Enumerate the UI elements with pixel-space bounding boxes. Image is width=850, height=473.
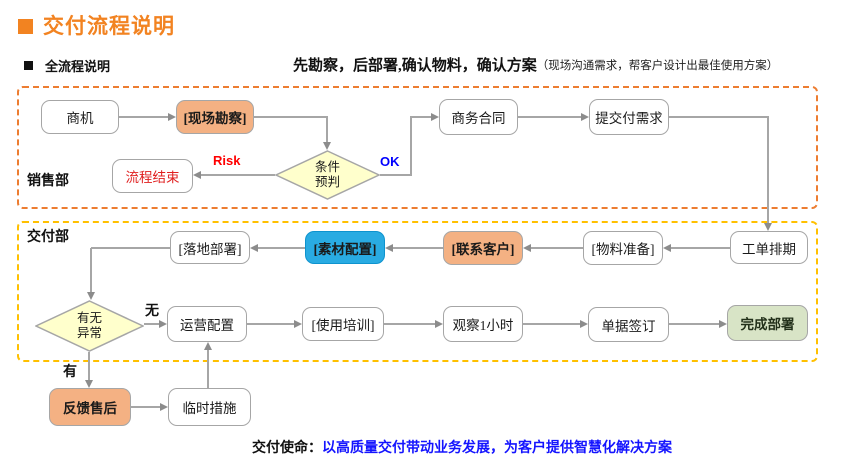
edge-label-ok: OK <box>380 154 400 169</box>
subtitle-text: 全流程说明 <box>45 59 111 74</box>
node-contact-customer: [联系客户] <box>443 231 523 265</box>
connector <box>258 247 305 249</box>
connector <box>91 247 170 249</box>
connector <box>669 116 769 118</box>
connector <box>90 248 92 292</box>
node-material-configuration: [素材配置] <box>305 231 385 264</box>
connector <box>119 116 168 118</box>
section-subtitle: 全流程说明 <box>24 56 110 75</box>
arrowhead-up <box>204 342 212 350</box>
subtitle-bullet-square <box>24 61 33 70</box>
arrowhead-right <box>168 113 176 121</box>
delivery-section-frame <box>17 221 818 362</box>
node-usage-training: [使用培训] <box>302 307 384 341</box>
diamond-shape <box>35 300 144 352</box>
node-deployment-complete: 完成部署 <box>727 305 808 341</box>
delivery-mission: 交付使命：以高质量交付带动业务发展，为客户提供智慧化解决方案 <box>252 437 672 457</box>
connector <box>518 116 581 118</box>
node-process-end: 流程结束 <box>112 159 193 193</box>
connector <box>523 323 580 325</box>
mission-label: 交付使命： <box>252 441 322 456</box>
sales-section-frame <box>17 86 818 209</box>
arrowhead-right <box>294 320 302 328</box>
connector <box>531 247 583 249</box>
node-business-contract: 商务合同 <box>439 99 518 135</box>
connector <box>767 117 769 224</box>
connector <box>207 350 209 388</box>
connector <box>326 117 328 143</box>
arrowhead-right <box>580 320 588 328</box>
connector <box>384 323 435 325</box>
node-onsite-deployment: [落地部署] <box>170 231 250 264</box>
sales-section-label: 销售部 <box>27 174 69 189</box>
connector <box>144 323 160 325</box>
arrowhead-right <box>719 320 727 328</box>
page-title: 交付流程说明 <box>18 10 175 40</box>
connector <box>88 352 90 381</box>
node-submit-delivery-request: 提交付需求 <box>589 99 669 135</box>
connector <box>254 116 328 118</box>
title-bullet-square <box>18 19 33 34</box>
headline-note: （现场沟通需求，帮客户设计出最佳使用方案） <box>536 59 779 72</box>
arrowhead-right <box>435 320 443 328</box>
arrowhead-right <box>160 403 168 411</box>
arrowhead-left <box>385 244 393 252</box>
decision-anomaly-check: 有无 异常 <box>35 300 144 352</box>
decision-text: 条件 预判 <box>314 160 340 189</box>
edge-label-risk: Risk <box>213 153 241 168</box>
edge-label-yes: 有 <box>63 365 77 380</box>
arrowhead-left <box>250 244 258 252</box>
connector <box>393 247 443 249</box>
arrowhead-down <box>764 223 772 231</box>
arrowhead-right <box>159 320 167 328</box>
node-operation-configuration: 运营配置 <box>167 306 247 342</box>
node-material-preparation: [物料准备] <box>583 231 663 265</box>
decision-condition-forecast: 条件 预判 <box>275 150 380 200</box>
mission-text: 以高质量交付带动业务发展，为客户提供智慧化解决方案 <box>322 441 672 456</box>
connector <box>247 323 294 325</box>
connector <box>671 247 730 249</box>
connector <box>411 116 432 118</box>
arrowhead-right <box>581 113 589 121</box>
connector <box>669 323 719 325</box>
arrowhead-left <box>523 244 531 252</box>
connector <box>410 116 412 175</box>
node-after-sales-feedback: 反馈售后 <box>49 388 131 426</box>
connector <box>380 174 412 176</box>
connector <box>131 406 160 408</box>
connector <box>201 174 275 176</box>
node-observe-one-hour: 观察1小时 <box>443 306 523 342</box>
decision-text: 有无 异常 <box>76 311 102 340</box>
arrowhead-down <box>323 142 331 150</box>
edge-label-no: 无 <box>145 304 159 319</box>
node-temporary-measures: 临时措施 <box>168 388 251 426</box>
node-site-survey: [现场勘察] <box>176 100 254 134</box>
arrowhead-down <box>87 292 95 300</box>
diamond-shape <box>275 150 380 200</box>
node-document-signing: 单据签订 <box>588 307 669 342</box>
node-work-order-scheduling: 工单排期 <box>730 231 808 264</box>
arrowhead-down <box>85 380 93 388</box>
arrowhead-right <box>431 113 439 121</box>
headline-bold: 先勘察，后部署,确认物料，确认方案 <box>293 58 537 74</box>
delivery-section-label: 交付部 <box>27 230 69 245</box>
process-headline: 先勘察，后部署,确认物料，确认方案 （现场沟通需求，帮客户设计出最佳使用方案） <box>293 54 778 75</box>
node-business-opportunity: 商机 <box>41 100 119 134</box>
page-title-text: 交付流程说明 <box>43 15 175 38</box>
arrowhead-left <box>663 244 671 252</box>
arrowhead-left <box>193 171 201 179</box>
